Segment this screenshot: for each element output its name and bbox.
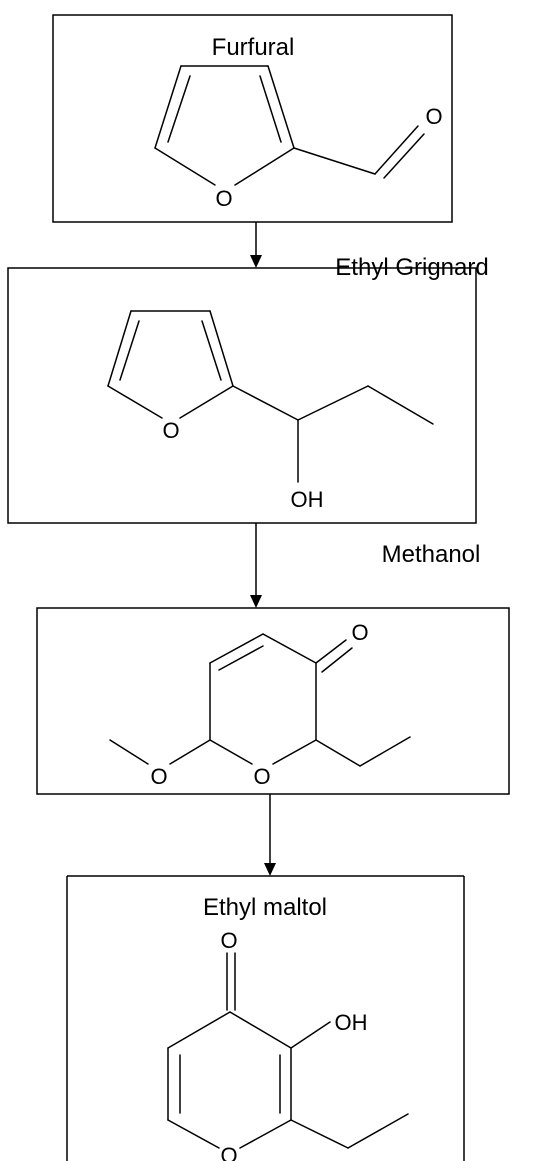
reagent-methanol: Methanol	[382, 541, 481, 568]
intermediate1-box	[7, 267, 477, 524]
furfural-ring-oxygen: O	[215, 186, 232, 211]
intermediate1-ring-oxygen: O	[162, 418, 179, 443]
intermediate1-structure: O OH	[107, 310, 434, 512]
intermediate2-ketone-oxygen: O	[351, 620, 368, 645]
furfural-box	[52, 14, 453, 223]
arrow-step3	[264, 794, 276, 876]
ethyl-maltol-structure: O OH O	[167, 928, 409, 1161]
intermediate1-hydroxyl: OH	[291, 487, 324, 512]
furfural-panel: Furfural O O	[52, 14, 453, 223]
ethyl-maltol-hydroxyl: OH	[335, 1010, 368, 1035]
intermediate2-structure: O O O	[109, 620, 411, 789]
intermediate2-panel: O O O	[36, 607, 510, 795]
intermediate2-box	[36, 607, 510, 795]
arrow-step2	[250, 523, 262, 608]
intermediate2-methoxy-oxygen: O	[150, 764, 167, 789]
ethyl-maltol-ring-oxygen: O	[220, 1143, 237, 1161]
ethyl-maltol-ketone-oxygen: O	[220, 928, 237, 953]
arrow-step1	[250, 222, 262, 268]
furfural-title: Furfural	[212, 34, 295, 61]
ethyl-maltol-panel: Ethyl maltol O OH O	[66, 875, 465, 1161]
ethyl-maltol-title: Ethyl maltol	[203, 894, 327, 921]
furfural-carbonyl-oxygen: O	[425, 104, 442, 129]
intermediate2-ring-oxygen: O	[253, 764, 270, 789]
intermediate1-panel: O OH	[7, 267, 477, 524]
furfural-structure: O O	[154, 65, 443, 211]
